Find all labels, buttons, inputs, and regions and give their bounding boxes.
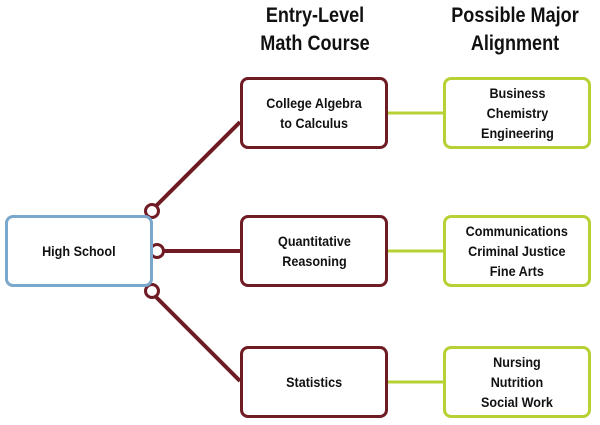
course-3-line-1: Statistics	[285, 374, 343, 390]
major-2-line-2: Criminal Justice	[468, 243, 566, 259]
header-math-course: Entry-Level Math Course	[238, 2, 393, 58]
major-1-line-1: Business	[488, 85, 546, 101]
header-math-course-line-2: Math Course	[260, 32, 370, 55]
major-box-3: Nursing Nutrition Social Work	[443, 346, 591, 418]
header-major-alignment: Possible Major Alignment	[433, 2, 596, 58]
course-box-college-algebra: College Algebra to Calculus	[240, 77, 388, 149]
connector-hs-to-course-1	[154, 120, 242, 208]
major-2-line-3: Fine Arts	[489, 263, 545, 279]
course-1-line-2: to Calculus	[280, 115, 348, 131]
major-1-line-2: Chemistry	[486, 105, 548, 121]
header-math-course-line-1: Entry-Level	[265, 4, 365, 27]
header-major-alignment-line-1: Possible Major	[451, 4, 579, 27]
major-3-line-2: Nutrition	[490, 374, 544, 390]
major-box-1: Business Chemistry Engineering	[443, 77, 591, 149]
course-box-statistics: Statistics	[240, 346, 388, 418]
high-school-box: High School	[5, 215, 153, 287]
major-box-2: Communications Criminal Justice Fine Art…	[443, 215, 591, 287]
major-2-line-1: Communications	[465, 223, 569, 239]
course-2-line-2: Reasoning	[281, 253, 347, 269]
high-school-label: High School	[42, 243, 116, 259]
course-1-line-1: College Algebra	[266, 95, 362, 111]
major-3-line-3: Social Work	[481, 394, 553, 410]
major-3-line-1: Nursing	[493, 354, 541, 370]
connector-hs-to-course-3	[154, 295, 242, 383]
course-box-quantitative-reasoning: Quantitative Reasoning	[240, 215, 388, 287]
course-2-line-1: Quantitative	[277, 233, 351, 249]
header-major-alignment-line-2: Alignment	[470, 32, 560, 55]
major-1-line-3: Engineering	[480, 125, 554, 141]
